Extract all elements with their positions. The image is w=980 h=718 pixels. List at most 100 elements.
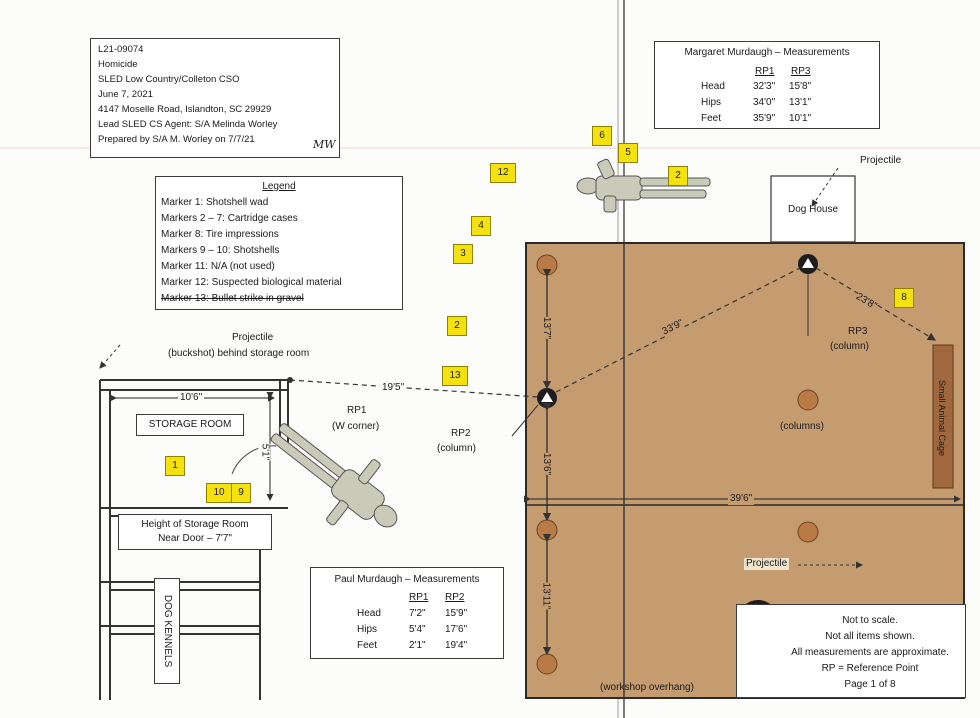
projectile-floor-label: Projectile xyxy=(744,558,790,570)
evidence-marker-6: 6 xyxy=(592,126,612,146)
projectile-left-arrow xyxy=(99,344,121,369)
storage-height-line1: Height of Storage Room xyxy=(141,519,249,530)
legend-box: Legend Marker 1: Shotshell wad Markers 2… xyxy=(155,176,403,310)
dog-kennels-label-box: DOG KENNELS xyxy=(154,578,180,684)
storage-room-label-box: STORAGE ROOM xyxy=(136,414,244,436)
case-date: June 7, 2021 xyxy=(98,89,153,100)
evidence-marker-2-upper: 2 xyxy=(668,166,688,186)
evidence-marker-2-lower: 2 xyxy=(447,316,467,336)
case-address: 4147 Moselle Road, Islandton, SC 29929 xyxy=(98,104,272,115)
projectile-top-arrow xyxy=(811,167,839,207)
notes-box: Not to scale. Not all items shown. All m… xyxy=(736,604,966,698)
evidence-marker-10: 10 xyxy=(206,483,232,503)
paul-row-label: Head xyxy=(357,608,381,619)
paul-col-rp2: RP2 xyxy=(445,592,465,603)
margaret-col-rp3: RP3 xyxy=(791,66,811,77)
column-nw xyxy=(536,254,558,276)
margaret-row-rp3: 13'1" xyxy=(789,97,812,108)
rp2-sub-label: (column) xyxy=(437,443,476,454)
rp2-label: RP2 xyxy=(451,428,471,439)
middle-column-gap-dim: 13'6" xyxy=(540,452,553,476)
rp1-rp2-dim: 19'5" xyxy=(380,382,407,394)
projectile-left-label: Projectile xyxy=(232,332,274,343)
margaret-row-label: Feet xyxy=(701,113,722,124)
column-sw xyxy=(536,653,558,675)
legend-item: Marker 11: N/A (not used) xyxy=(161,261,275,272)
case-prepared-by: Prepared by S/A M. Worley on 7/7/21 xyxy=(98,134,255,145)
column-center xyxy=(797,389,819,411)
storage-width-dim: 10'6" xyxy=(178,392,205,404)
evidence-marker-12: 12 xyxy=(490,163,516,183)
case-agency: SLED Low Country/Colleton CSO xyxy=(98,74,240,85)
storage-room-label: STORAGE ROOM xyxy=(148,419,232,430)
case-info-box: L21-09074 Homicide SLED Low Country/Coll… xyxy=(90,38,340,158)
columns-label: (columns) xyxy=(780,421,824,432)
workshop-overhang-label: (workshop overhang) xyxy=(600,682,694,693)
case-number: L21-09074 xyxy=(98,44,144,55)
evidence-marker-9: 9 xyxy=(231,483,251,503)
note-not-to-scale: Not to scale. xyxy=(842,615,898,626)
margaret-row-rp1: 34'0" xyxy=(753,97,776,108)
evidence-marker-8: 8 xyxy=(894,288,914,308)
paul-body-figure xyxy=(270,423,398,528)
margaret-row-rp3: 10'1" xyxy=(789,113,812,124)
column-center-lower xyxy=(797,521,819,543)
margaret-body-figure xyxy=(576,158,711,213)
paul-row-rp2: 15'9" xyxy=(445,608,468,619)
legend-items: Marker 1: Shotshell wad Markers 2 – 7: C… xyxy=(161,195,342,307)
case-initials: MW xyxy=(313,138,336,151)
projectile-top-label: Projectile xyxy=(860,155,902,166)
column-w-lower xyxy=(536,519,558,541)
paul-row-label: Feet xyxy=(357,640,378,651)
paul-measurements-box: Paul Murdaugh – Measurements RP1 RP2 Hea… xyxy=(310,567,504,659)
paul-row-rp2: 19'4" xyxy=(445,640,468,651)
note-page-number: Page 1 of 8 xyxy=(844,679,896,690)
case-type: Homicide xyxy=(98,59,138,70)
margaret-col-rp1: RP1 xyxy=(755,66,775,77)
rp3-sub-label: (column) xyxy=(830,341,869,352)
lower-column-gap-dim: 13'11" xyxy=(539,582,552,610)
paul-row-rp1: 2'1" xyxy=(409,640,426,651)
legend-title: Legend xyxy=(262,181,296,192)
margaret-row-rp1: 35'9" xyxy=(753,113,776,124)
legend-item: Marker 1: Shotshell wad xyxy=(161,197,269,208)
dog-kennels-label: DOG KENNELS xyxy=(162,594,173,668)
evidence-marker-3: 3 xyxy=(453,244,473,264)
margaret-row-rp1: 32'3" xyxy=(753,81,776,92)
projectile-left-sublabel: (buckshot) behind storage room xyxy=(168,348,310,359)
paul-measurements-title: Paul Murdaugh – Measurements xyxy=(334,574,480,585)
legend-item: Markers 9 – 10: Shotshells xyxy=(161,245,280,256)
note-not-all-items: Not all items shown. xyxy=(825,631,915,642)
margaret-measurements-title: Margaret Murdaugh – Measurements xyxy=(684,47,850,58)
paul-col-rp1: RP1 xyxy=(409,592,429,603)
margaret-row-rp3: 15'8" xyxy=(789,81,812,92)
margaret-row-label: Hips xyxy=(701,97,722,108)
storage-height-box: Height of Storage Room Near Door – 7'7" xyxy=(118,514,272,550)
paul-row-rp1: 7'2" xyxy=(409,608,426,619)
legend-item: Marker 13: Bullet strike in gravel xyxy=(161,293,304,304)
margaret-measurements-box: Margaret Murdaugh – Measurements RP1 RP3… xyxy=(654,41,880,129)
legend-item: Markers 2 – 7: Cartridge cases xyxy=(161,213,298,224)
rp3-symbol xyxy=(798,254,818,274)
evidence-marker-5: 5 xyxy=(618,143,638,163)
evidence-marker-4: 4 xyxy=(471,216,491,236)
evidence-marker-1: 1 xyxy=(165,456,185,476)
small-animal-cage-label: Small Animal Cage xyxy=(937,379,947,457)
evidence-marker-13: 13 xyxy=(442,366,468,386)
case-lead-agent: Lead SLED CS Agent: S/A Melinda Worley xyxy=(98,119,278,130)
rp3-label: RP3 xyxy=(848,326,868,337)
paul-row-rp1: 5'4" xyxy=(409,624,426,635)
paul-row-rp2: 17'6" xyxy=(445,624,468,635)
rp1-sub-label: (W corner) xyxy=(332,421,380,432)
margaret-row-label: Head xyxy=(701,81,725,92)
paul-row-label: Hips xyxy=(357,624,378,635)
storage-room-walls xyxy=(99,379,289,700)
storage-height-line2: Near Door – 7'7" xyxy=(158,533,232,544)
legend-item: Marker 8: Tire impressions xyxy=(161,229,279,240)
upper-column-gap-dim: 13'7" xyxy=(540,316,553,340)
dog-house-label: Dog House xyxy=(787,204,839,215)
note-approximate: All measurements are approximate. xyxy=(791,647,949,658)
notes-lines: Not to scale. Not all items shown. All m… xyxy=(777,613,963,693)
